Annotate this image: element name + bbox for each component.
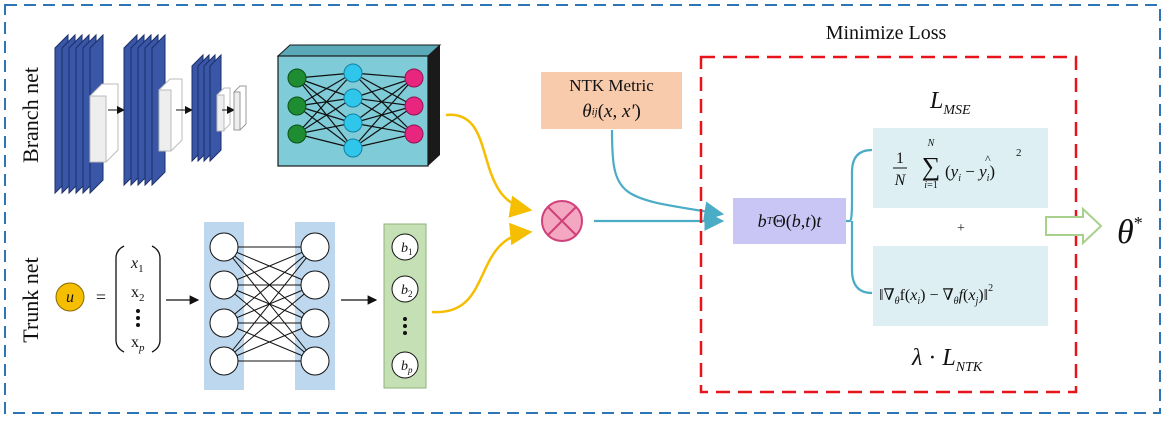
branch-mlp-edge	[296, 133, 354, 149]
branch-mlp-edge	[352, 105, 415, 149]
trunk-node	[209, 346, 239, 376]
branch-mlp-edge	[296, 77, 354, 124]
branch-hidden-node	[343, 88, 363, 108]
branch-mlp-edge	[352, 77, 415, 149]
svg-text:(yi − yi): (yi − yi)	[945, 162, 995, 184]
branch-mlp-edge	[352, 105, 415, 124]
branch-input-node	[287, 68, 307, 88]
branch-mlp-edge	[296, 105, 354, 124]
ntk-to-kernel-arrow	[610, 129, 725, 222]
outer-frame	[4, 4, 1161, 414]
svg-text:N: N	[894, 172, 907, 189]
trunk-node	[300, 270, 330, 300]
output-b1-label: b1	[401, 241, 413, 257]
lambda-l-ntk-label: λ · LNTK	[911, 345, 983, 375]
branch-mlp-edge	[296, 72, 354, 135]
l-mse-label: LMSE	[929, 88, 971, 118]
branch-hidden-node	[343, 63, 363, 83]
svg-text:^: ^	[985, 152, 991, 166]
branch-mlp-nodes	[287, 63, 424, 158]
trunk-node	[300, 346, 330, 376]
branch-mlp-edge	[352, 77, 415, 99]
trunk-mlp-nodes	[209, 232, 330, 376]
output-b1-node	[391, 233, 419, 261]
output-bp-node	[391, 351, 419, 379]
input-u-label: u	[66, 289, 74, 306]
ntk-metric-title: NTK Metric	[569, 76, 654, 95]
kernel-to-losses-bracket	[846, 148, 873, 295]
branch-net-label: Branch net	[18, 67, 43, 163]
branch-mlp-edge	[352, 72, 415, 107]
branch-output-node	[404, 96, 424, 116]
minimize-loss-label: Minimize Loss	[826, 22, 947, 44]
branch-hidden-node	[343, 113, 363, 133]
input-xp: xp	[131, 334, 145, 354]
svg-text:1: 1	[896, 150, 904, 167]
equals-sign: =	[96, 287, 106, 307]
trunk-node	[209, 270, 239, 300]
output-b2-node	[391, 275, 419, 303]
branch-input-node	[287, 124, 307, 144]
branch-mlp-edge	[352, 133, 415, 149]
trunk-mlp-edge	[223, 246, 316, 286]
theta-star-label: θ*	[1117, 213, 1143, 251]
branch-mlp-edge	[352, 97, 415, 107]
output-ellipsis	[403, 317, 407, 335]
input-x1: x1	[130, 255, 144, 275]
ntk-metric-box	[541, 72, 682, 129]
trunk-node	[300, 232, 330, 262]
product-node	[541, 200, 583, 242]
ntk-loss-box	[873, 246, 1048, 326]
branch-mlp-edge	[352, 122, 415, 135]
branch-hidden-node	[343, 138, 363, 158]
trunk-mlp-edge	[223, 246, 316, 362]
branch-input-node	[287, 96, 307, 116]
output-arrow	[1045, 206, 1103, 246]
output-b2-label: b2	[401, 283, 413, 299]
branch-mlp-edge	[296, 105, 354, 149]
svg-text:N: N	[927, 138, 936, 149]
branch-mlp-edge	[352, 72, 415, 79]
branch-mlp-edge	[352, 72, 415, 135]
branch-mlp-edge	[352, 77, 415, 124]
input-ellipsis	[136, 309, 140, 327]
trunk-to-product-arrow	[431, 222, 533, 314]
mse-formula: 1 N N ∑ i=1 (yi − yi) ^ 2	[893, 138, 1022, 191]
trunk-mlp-edge	[223, 284, 316, 362]
branch-output-node	[404, 124, 424, 144]
svg-text:i=1: i=1	[924, 180, 937, 191]
cnn-stack-1	[54, 33, 119, 195]
branch-mlp-edge	[296, 97, 354, 135]
minimize-loss-region	[699, 55, 1078, 394]
trunk-mlp-edge	[223, 246, 316, 324]
input-u-node	[55, 282, 85, 312]
branch-mlp-edge	[296, 77, 354, 149]
trunk-node	[209, 308, 239, 338]
trunk-mlp-edges	[223, 246, 316, 362]
trunk-net-label: Trunk net	[18, 257, 43, 342]
branch-mlp-edge	[296, 77, 354, 99]
cnn-small-map	[233, 85, 247, 131]
cnn-stack-2	[123, 33, 183, 187]
branch-output-node	[404, 68, 424, 88]
trunk-node	[209, 232, 239, 262]
trunk-node	[300, 308, 330, 338]
branch-mlp-edge	[296, 72, 354, 107]
branch-mlp-edge	[352, 97, 415, 135]
svg-text:2: 2	[1016, 147, 1022, 159]
kernel-box	[733, 198, 846, 244]
input-vector	[115, 245, 161, 353]
cnn-stack-3	[191, 53, 231, 163]
plus-sign: +	[957, 221, 965, 236]
branch-to-product-arrow	[445, 113, 533, 218]
svg-text:∑: ∑	[922, 152, 941, 181]
trunk-mlp-edge	[223, 322, 316, 362]
input-x2: x2	[131, 284, 145, 304]
branch-mlp-edge	[296, 122, 354, 135]
